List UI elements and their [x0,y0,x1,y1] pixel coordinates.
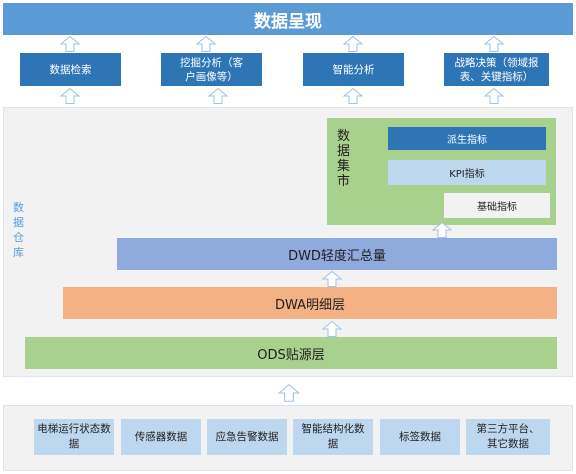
source-elevator-status: 电梯运行状态数据 [34,419,114,455]
data-warehouse-label: 数据仓库 [13,201,24,259]
app-box-data-retrieval: 数据检索 [20,53,121,86]
source-label: 智能结构化数据 [301,423,365,450]
source-label: 应急告警数据 [215,430,279,443]
metric-basic: 基础指标 [444,193,550,218]
app-label: 智能分析 [332,63,375,76]
up-arrow-icon [278,384,300,402]
layer-dwd: DWD轻度汇总量 [117,238,557,270]
layer-label: DWD轻度汇总量 [288,248,386,264]
up-arrow-icon [343,36,363,52]
layer-label: ODS贴源层 [257,347,325,363]
presentation-title: 数据呈现 [254,11,322,32]
source-label: 电梯运行状态数据 [37,423,111,450]
source-structured: 智能结构化数据 [293,419,373,455]
up-arrow-icon [322,271,342,287]
data-mart-label: 数据集市 [337,129,351,189]
app-box-strategic-decision: 战略决策（领域报表、关键指标） [444,53,549,86]
app-label: 挖掘分析（客户画像等） [180,56,243,83]
metric-label: 基础指标 [477,202,517,213]
layer-dwa: DWA明细层 [63,287,557,319]
source-sensor: 传感器数据 [121,419,201,455]
metric-label: KPI指标 [449,169,485,180]
source-emergency-alarm: 应急告警数据 [207,419,287,455]
up-arrow-icon [196,36,216,52]
app-label: 数据检索 [49,63,92,76]
source-third-party: 第三方平台、其它数据 [466,419,550,455]
up-arrow-icon [208,88,228,104]
up-arrow-icon [484,88,504,104]
metric-kpi: KPI指标 [388,160,546,185]
metric-label: 派生指标 [447,135,487,146]
up-arrow-icon [60,88,80,104]
up-arrow-icon [484,36,504,52]
source-label: 第三方平台、其它数据 [476,423,540,450]
up-arrow-icon [322,321,342,337]
up-arrow-icon [343,88,363,104]
layer-label: DWA明细层 [274,297,346,313]
app-box-mining-analysis: 挖掘分析（客户画像等） [161,53,262,86]
source-label: 传感器数据 [134,430,188,443]
up-arrow-icon [432,222,452,238]
presentation-banner: 数据呈现 [3,3,573,35]
up-arrow-icon [60,36,80,52]
metric-derived: 派生指标 [388,127,546,150]
source-tag: 标签数据 [380,419,460,455]
app-label: 战略决策（领域报表、关键指标） [454,56,539,83]
source-label: 标签数据 [399,430,441,443]
app-box-smart-analysis: 智能分析 [303,53,404,86]
layer-ods: ODS贴源层 [25,337,557,369]
